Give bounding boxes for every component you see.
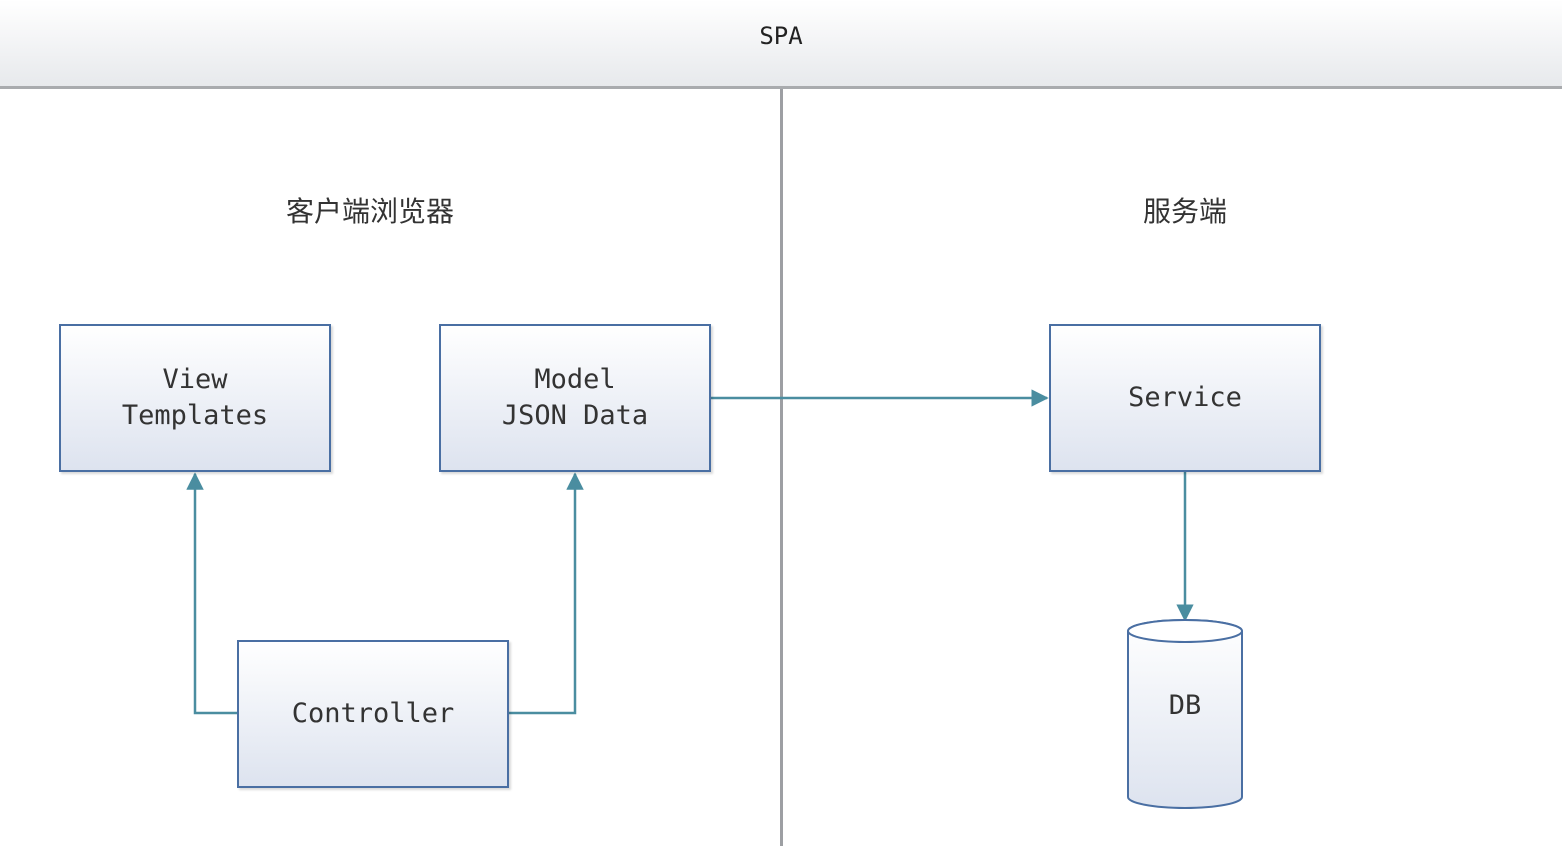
node-model-line1: Model — [534, 364, 616, 395]
node-view-templates[interactable]: View Templates — [59, 324, 331, 472]
db-cylinder — [1127, 619, 1243, 809]
diagram-title: SPA — [759, 22, 803, 50]
node-controller[interactable]: Controller — [237, 640, 509, 788]
swimlane-header: SPA — [0, 0, 1562, 89]
lane-title-client: 客户端浏览器 — [285, 195, 454, 228]
lane-divider — [780, 89, 783, 846]
edge-controller-model — [509, 472, 584, 715]
node-view-line2: Templates — [121, 400, 269, 431]
node-controller-label: Controller — [291, 698, 455, 729]
node-service[interactable]: Service — [1049, 324, 1321, 472]
node-db-label: DB — [1168, 690, 1202, 721]
lane-title-server: 服务端 — [1142, 195, 1227, 228]
node-service-label: Service — [1128, 382, 1242, 413]
node-model-json[interactable]: Model JSON Data — [439, 324, 711, 472]
node-view-line1: View — [162, 364, 228, 395]
node-model-line2: JSON Data — [501, 400, 649, 431]
edge-controller-view — [186, 472, 237, 715]
